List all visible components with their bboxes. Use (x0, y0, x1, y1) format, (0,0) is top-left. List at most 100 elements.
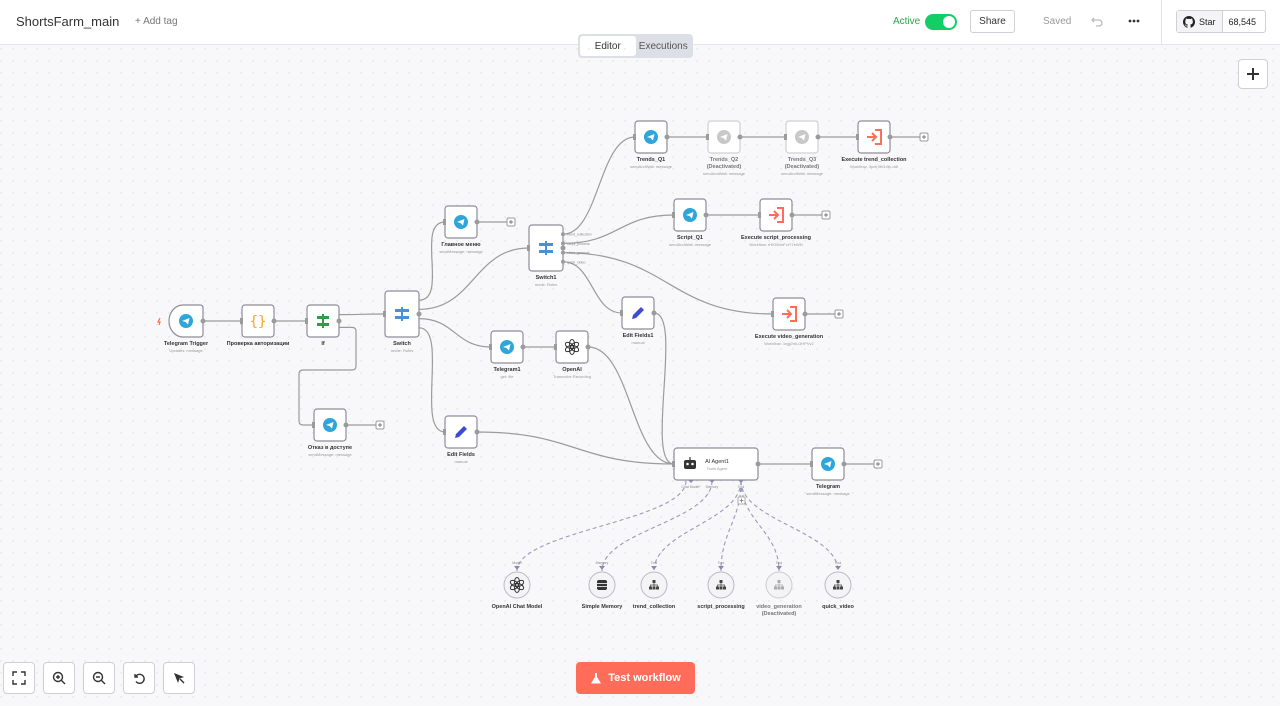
input-port[interactable] (706, 134, 709, 140)
add-node-button[interactable] (1238, 59, 1268, 89)
output-port[interactable] (802, 311, 808, 317)
node-tool-quick[interactable]: quick_video (822, 571, 855, 610)
zoom-in-button[interactable] (43, 662, 75, 694)
input-port[interactable] (620, 310, 623, 316)
node-tool-script[interactable]: script_processing (697, 571, 745, 610)
agent-port[interactable] (688, 480, 694, 483)
active-toggle[interactable] (925, 14, 957, 30)
switch-output-port[interactable] (561, 250, 565, 255)
switch-output-port[interactable] (561, 232, 565, 237)
input-port[interactable] (633, 134, 636, 140)
node-box[interactable] (555, 330, 589, 364)
output-port[interactable] (560, 245, 566, 251)
agent-port[interactable] (709, 480, 715, 483)
node-if[interactable]: If (305, 304, 342, 347)
agent-port[interactable] (738, 480, 744, 483)
input-port[interactable] (784, 134, 787, 140)
output-port[interactable] (789, 212, 795, 218)
fit-view-button[interactable] (3, 662, 35, 694)
output-port[interactable] (703, 212, 709, 218)
output-port[interactable] (651, 310, 657, 316)
node-auth[interactable]: {}Проверка авторизации (227, 304, 290, 347)
output-port[interactable] (841, 461, 847, 467)
workflow-name[interactable]: ShortsFarm_main (16, 14, 120, 29)
node-label: If (321, 341, 325, 347)
output-port[interactable] (200, 318, 206, 324)
output-port[interactable] (416, 311, 422, 317)
input-port[interactable] (305, 318, 308, 324)
output-port[interactable] (737, 134, 743, 140)
pencil-icon (632, 307, 644, 319)
node-trends-q2[interactable]: Trends_Q2(Deactivated)sendAndWait: messa… (703, 120, 746, 176)
input-port[interactable] (527, 245, 530, 251)
output-port[interactable] (474, 219, 480, 225)
execute-icon (769, 207, 784, 223)
output-port[interactable] (271, 318, 277, 324)
reset-zoom-button[interactable] (123, 662, 155, 694)
port-label: quick_video (567, 260, 586, 264)
input-port[interactable] (672, 212, 675, 218)
node-memory[interactable]: Simple Memory (582, 571, 624, 610)
github-star-left[interactable]: Star (1177, 11, 1223, 32)
node-label: Trends_Q1 (637, 157, 665, 163)
switch-output-port[interactable] (561, 259, 565, 264)
input-port[interactable] (672, 461, 675, 467)
toolbar-divider (1161, 0, 1162, 45)
input-port[interactable] (383, 311, 386, 317)
input-port[interactable] (856, 134, 859, 140)
output-port[interactable] (887, 134, 893, 140)
input-port[interactable] (443, 429, 446, 435)
node-openai-chat[interactable]: OpenAI Chat Model (492, 571, 543, 610)
add-tag-button[interactable]: + Add tag (135, 16, 178, 27)
tidy-up-button[interactable] (163, 662, 195, 694)
input-port[interactable] (771, 311, 774, 317)
output-port[interactable] (815, 134, 821, 140)
output-port[interactable] (520, 344, 526, 350)
input-port[interactable] (489, 344, 492, 350)
input-port[interactable] (443, 219, 446, 225)
zoom-out-button[interactable] (83, 662, 115, 694)
node-tool-video[interactable]: video_generation(Deactivated) (756, 571, 802, 617)
subnode-circle[interactable] (503, 571, 531, 599)
undo-icon[interactable] (1090, 14, 1104, 28)
input-port[interactable] (240, 318, 243, 324)
test-workflow-button[interactable]: Test workflow (576, 662, 695, 694)
output-port[interactable] (336, 318, 342, 324)
output-port[interactable] (585, 344, 591, 350)
connection-edge (562, 252, 774, 315)
input-port[interactable] (758, 212, 761, 218)
github-star-button[interactable]: Star 68,545 (1176, 10, 1266, 33)
output-port[interactable] (755, 461, 761, 467)
output-port[interactable] (474, 429, 480, 435)
more-icon[interactable] (1127, 14, 1141, 28)
switch-output-port[interactable] (561, 241, 565, 246)
output-port[interactable] (664, 134, 670, 140)
node-trends-q3[interactable]: Trends_Q3(Deactivated)sendAndWait: messa… (781, 120, 824, 176)
output-port[interactable] (343, 422, 349, 428)
input-port[interactable] (810, 461, 813, 467)
share-button[interactable]: Share (970, 10, 1015, 33)
active-label: Active (893, 16, 921, 27)
input-port[interactable] (554, 344, 557, 350)
openai-icon (509, 577, 525, 593)
node-tool-trend[interactable]: trend_collection (633, 571, 676, 610)
input-port[interactable] (312, 422, 315, 428)
